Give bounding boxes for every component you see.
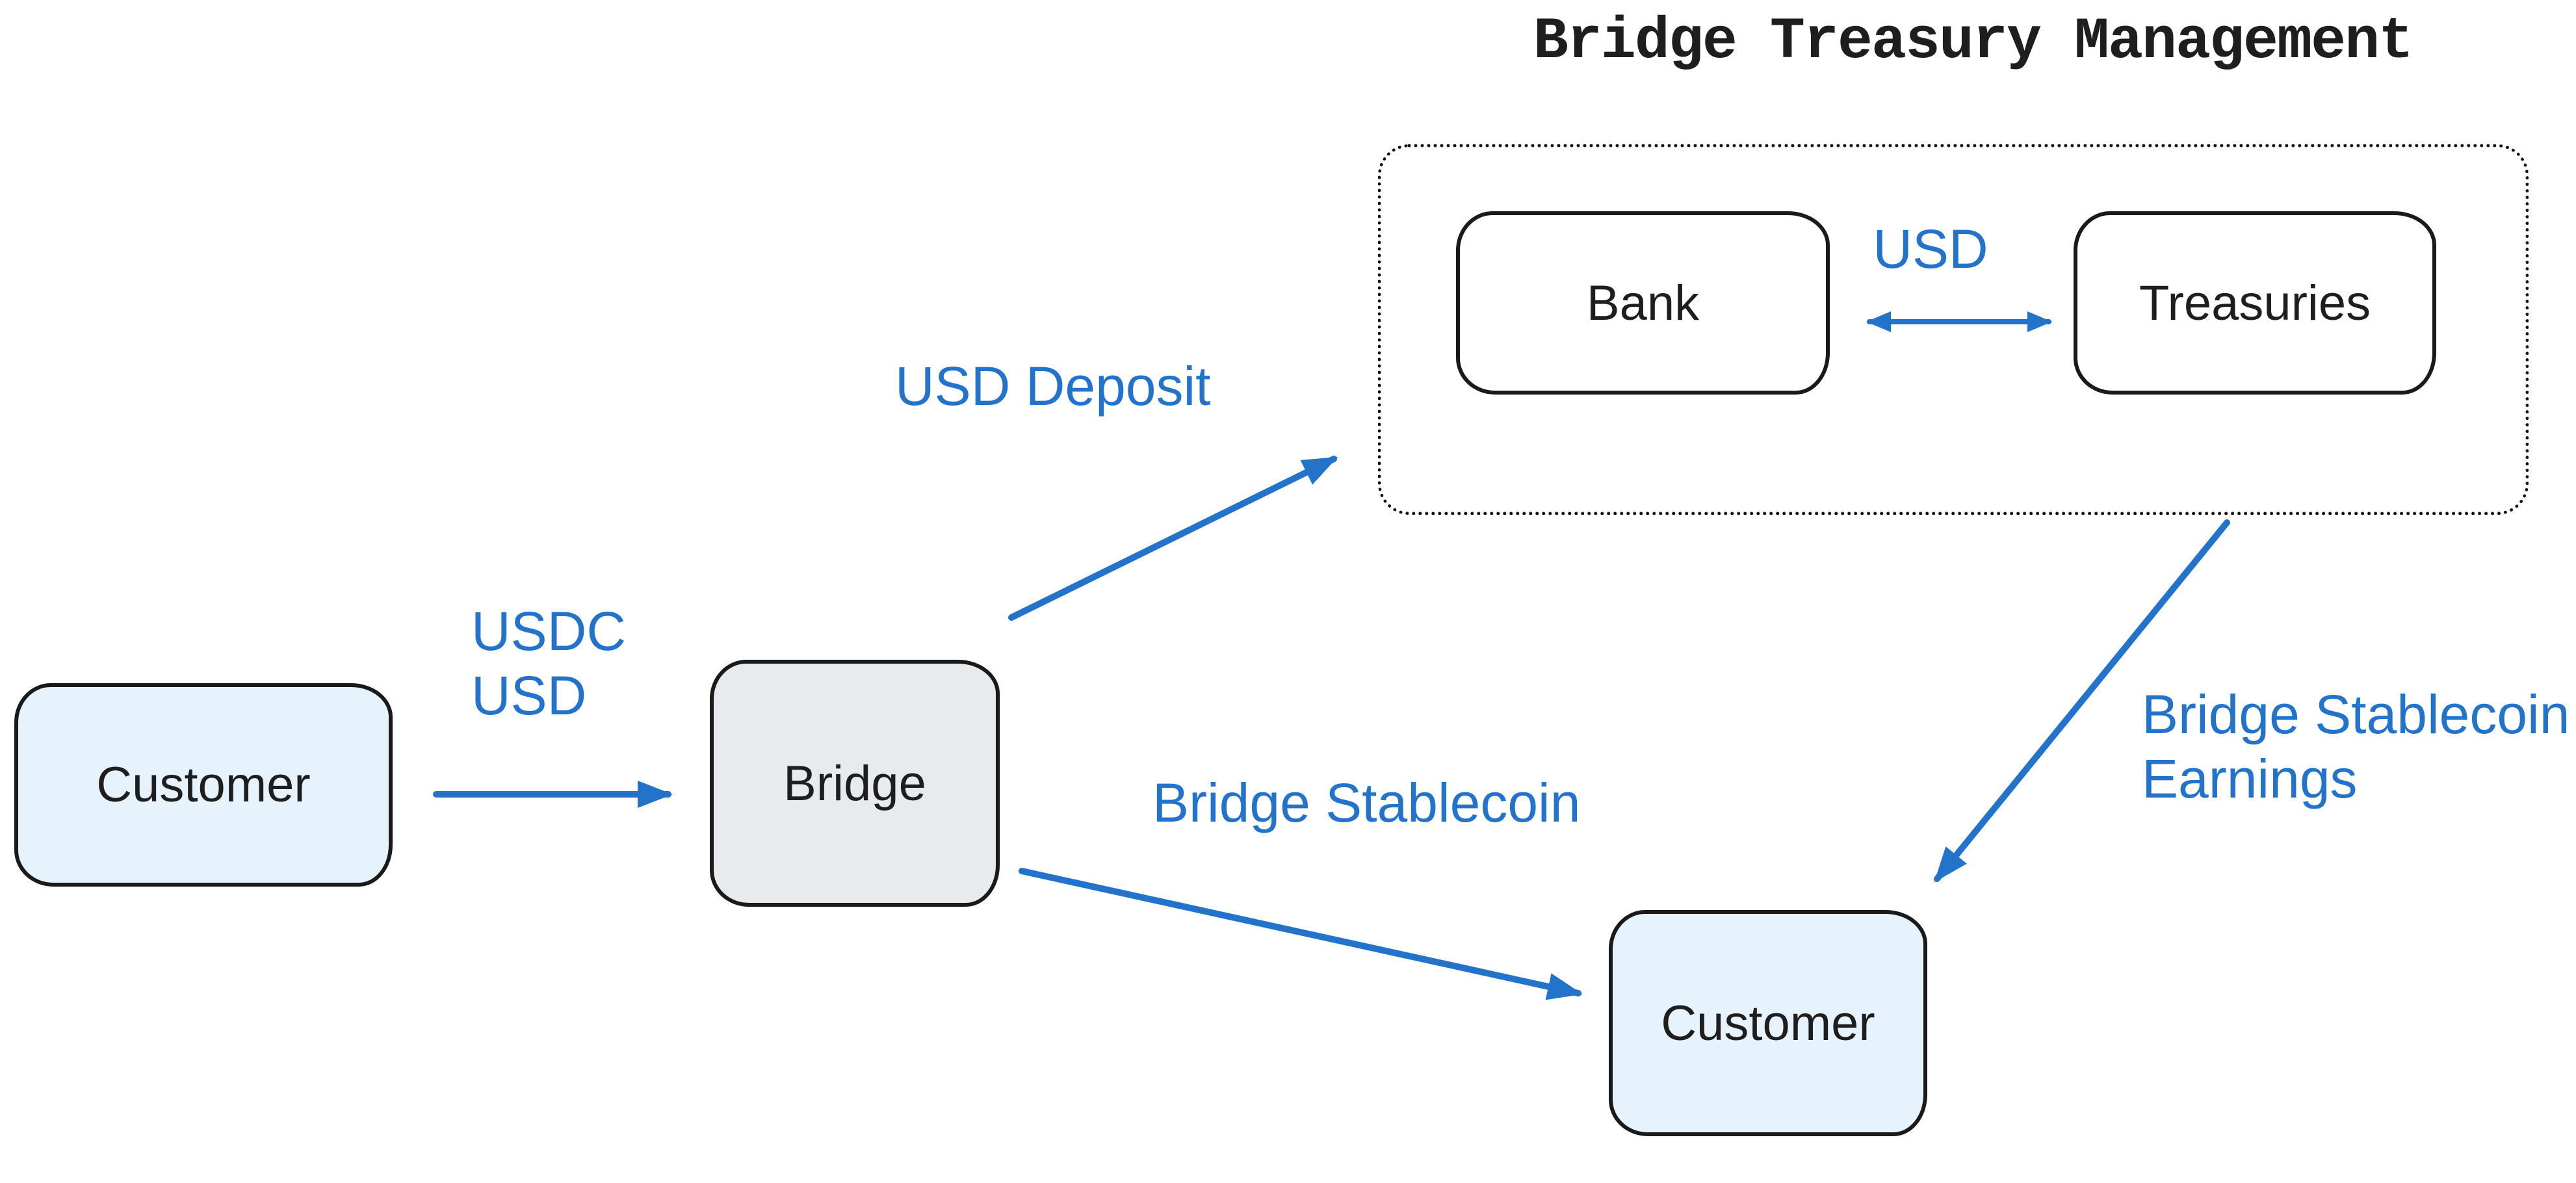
edge-label-line: USD Deposit (895, 356, 1211, 417)
edge-label-line: Bridge Stablecoin (1152, 772, 1581, 833)
node-bridge-label: Bridge (783, 755, 926, 811)
edge-label-usd: USD (1853, 217, 2009, 281)
edge-label-line: USD (471, 665, 587, 727)
edge-label-line: USDC (471, 601, 627, 662)
edge-label-line: USD (1873, 218, 1988, 280)
node-customer-recipient-label: Customer (1661, 995, 1875, 1051)
node-customer-source: Customer (14, 683, 393, 887)
node-bank-label: Bank (1586, 275, 1700, 331)
arrow-bridge-to-customer (1019, 868, 1583, 1000)
edge-label-bridge-stablecoin-earnings: Bridge Stablecoin Earnings (2142, 682, 2569, 811)
node-customer-recipient: Customer (1609, 910, 1927, 1136)
edge-label-usdc-usd: USDC USD (471, 599, 626, 728)
edge-label-line: Bridge Stablecoin (2142, 684, 2570, 745)
edge-label-usd-deposit: USD Deposit (895, 354, 1211, 419)
node-bank: Bank (1456, 211, 1830, 395)
node-bridge: Bridge (710, 660, 1000, 907)
edge-label-bridge-stablecoin: Bridge Stablecoin (1152, 771, 1580, 835)
treasury-group-container (1378, 144, 2529, 515)
node-customer-source-label: Customer (96, 757, 311, 812)
node-treasuries-label: Treasuries (2139, 275, 2371, 331)
edge-label-line: Earnings (2142, 748, 2358, 810)
diagram-title: Bridge Treasury Management (1533, 9, 2413, 75)
node-treasuries: Treasuries (2074, 211, 2436, 395)
arrow-bridge-to-treasury-group (1008, 456, 1338, 621)
